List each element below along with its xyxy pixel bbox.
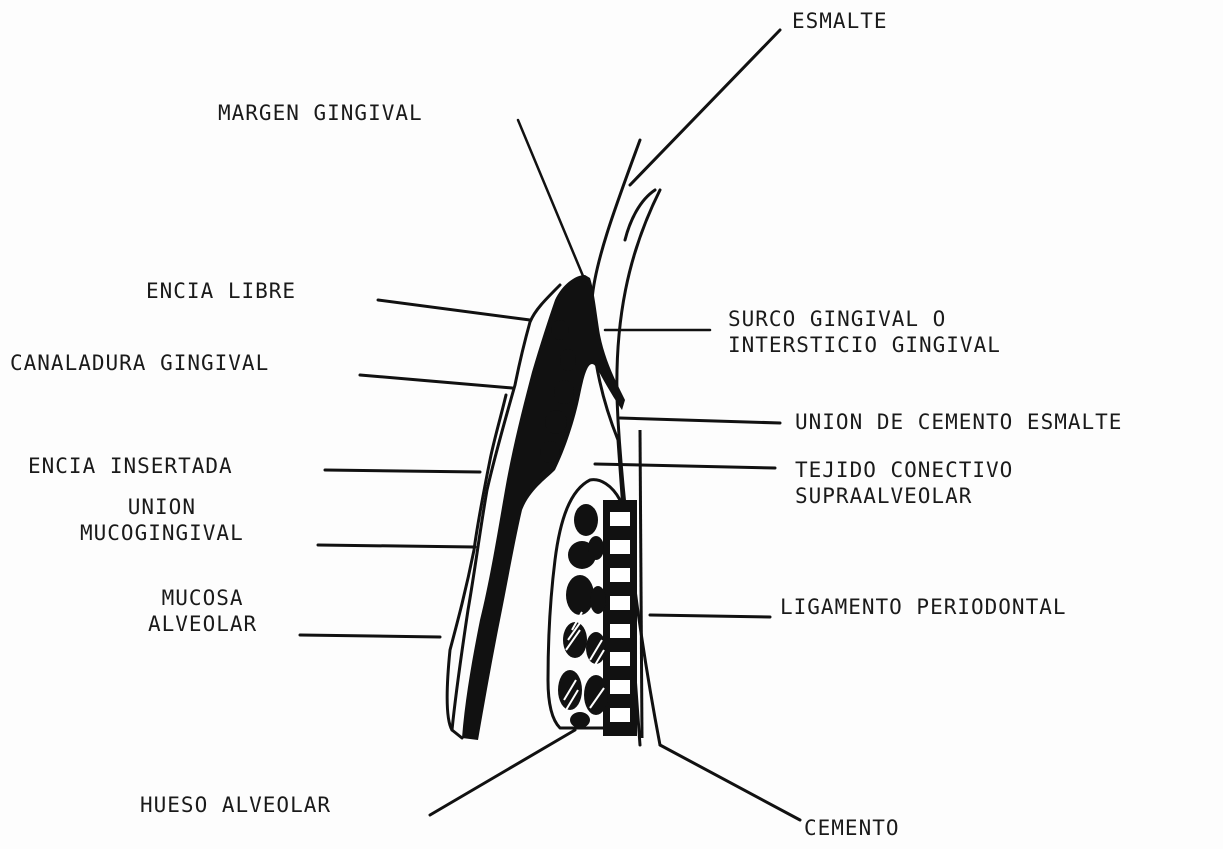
- label-tejido-conectivo-line1: TEJIDO CONECTIVO: [795, 457, 1013, 483]
- label-ligamento-periodontal: LIGAMENTO PERIODONTAL: [780, 594, 1067, 620]
- label-tejido-conectivo: TEJIDO CONECTIVO SUPRAALVEOLAR: [795, 457, 1013, 509]
- enamel-outer-line: [625, 190, 655, 240]
- label-surco-gingival-line1: SURCO GINGIVAL O: [728, 306, 1001, 332]
- label-encia-insertada: ENCIA INSERTADA: [28, 453, 233, 479]
- leader-encia-libre: [378, 300, 530, 320]
- label-union-mucogingival-line2: MUCOGINGIVAL: [80, 520, 244, 546]
- label-union-cemento-esmalte: UNION DE CEMENTO ESMALTE: [795, 409, 1122, 435]
- label-union-mucogingival-line1: UNION: [80, 494, 244, 520]
- label-mucosa-alveolar: MUCOSA ALVEOLAR: [148, 585, 257, 637]
- leader-margen-gingival: [518, 120, 588, 288]
- label-encia-libre: ENCIA LIBRE: [146, 278, 296, 304]
- leader-ligamento: [650, 615, 770, 617]
- label-union-mucogingival: UNION MUCOGINGIVAL: [80, 494, 244, 546]
- cementum-line: [640, 430, 642, 738]
- label-hueso-alveolar: HUESO ALVEOLAR: [140, 792, 331, 818]
- label-tejido-conectivo-line2: SUPRAALVEOLAR: [795, 483, 1013, 509]
- leader-union-mucogingival: [318, 545, 475, 547]
- leader-hueso: [430, 730, 575, 815]
- label-margen-gingival: MARGEN GINGIVAL: [218, 100, 423, 126]
- label-mucosa-alveolar-line1: MUCOSA: [148, 585, 257, 611]
- leader-canaladura: [360, 375, 512, 388]
- label-surco-gingival-line2: INTERSTICIO GINGIVAL: [728, 332, 1001, 358]
- leader-encia-insertada: [325, 470, 480, 472]
- ligament-band: [603, 500, 637, 736]
- leader-esmalte: [630, 30, 780, 185]
- label-cemento: CEMENTO: [804, 815, 900, 841]
- label-mucosa-alveolar-line2: ALVEOLAR: [148, 611, 257, 637]
- leader-mucosa-alveolar: [300, 635, 440, 637]
- label-esmalte: ESMALTE: [792, 8, 888, 34]
- leader-cemento: [660, 745, 800, 820]
- label-surco-gingival: SURCO GINGIVAL O INTERSTICIO GINGIVAL: [728, 306, 1001, 358]
- leader-union-cemento: [620, 418, 780, 423]
- gingiva-solid: [462, 275, 625, 740]
- label-canaladura-gingival: CANALADURA GINGIVAL: [10, 350, 269, 376]
